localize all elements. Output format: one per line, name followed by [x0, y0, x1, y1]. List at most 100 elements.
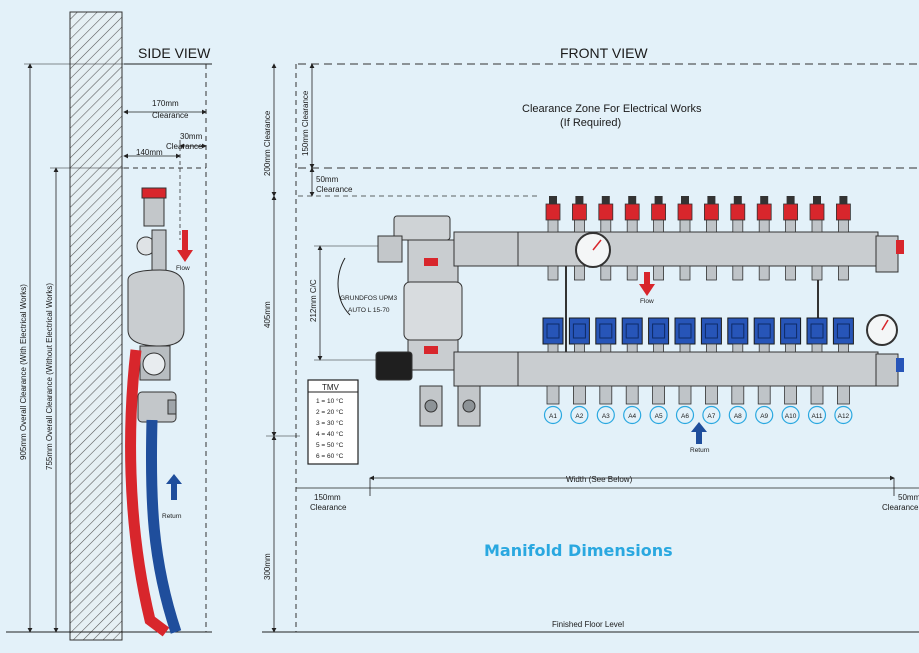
actuator-A12 — [832, 317, 854, 345]
dim-50-top-sub: Clearance — [316, 185, 353, 194]
actuator-A2 — [568, 317, 590, 345]
front-return-arrow-icon — [691, 422, 707, 444]
port-circle-A12 — [834, 405, 853, 425]
flow-meter-A11 — [809, 203, 825, 221]
tmv-row-3: 3 = 30 °C — [316, 419, 344, 427]
port-label-A4: A4 — [628, 413, 636, 420]
flow-meter-cap-A3 — [601, 196, 610, 204]
flow-meter-A8 — [730, 203, 746, 221]
dim-50-top-label: 50mm — [316, 175, 339, 184]
dim-170-sub: Clearance — [152, 111, 189, 120]
flow-meter-cap-A5 — [654, 196, 663, 204]
front-flow-label: Flow — [640, 298, 654, 305]
tmv-row-1: 1 = 10 °C — [316, 397, 344, 405]
wall-hatch — [69, 11, 123, 641]
flow-meter-cap-A8 — [733, 196, 742, 204]
flow-meter-A12 — [836, 203, 851, 221]
flow-end-valve — [875, 235, 899, 273]
overall-755-label: 755mm Overall Clearance (Without Electri… — [45, 283, 54, 470]
tmv-table: TMV 1 = 10 °C 2 = 20 °C 3 = 30 °C 4 = 40… — [307, 379, 359, 465]
flow-meter-A9 — [756, 203, 772, 221]
actuator-A11 — [806, 317, 828, 345]
side-manifold: Flow — [127, 187, 193, 423]
flow-meter-A3 — [598, 203, 614, 221]
actuator-A7 — [700, 317, 722, 345]
flow-meter-A4 — [624, 203, 640, 221]
tmv-row-4: 4 = 40 °C — [316, 430, 344, 438]
port-circle-A3 — [596, 405, 615, 425]
dim-150-label: 150mm Clearance — [301, 90, 310, 156]
side-return-label: Return — [162, 513, 182, 520]
return-end-valve — [875, 353, 899, 387]
dim-300-label: 300mm — [263, 553, 272, 580]
port-label-A11: A11 — [811, 413, 822, 420]
flow-meter-A10 — [783, 203, 798, 221]
port-label-A6: A6 — [681, 413, 689, 420]
zone-line2: (If Required) — [560, 117, 621, 129]
flow-meter-A1 — [545, 203, 561, 221]
front-return-label: Return — [690, 447, 710, 454]
flow-meter-cap-A11 — [813, 196, 821, 204]
dim-150-left-label: 150mm — [314, 493, 341, 502]
port-circle-A8 — [728, 405, 747, 425]
zone-line1: Clearance Zone For Electrical Works — [522, 103, 702, 115]
side-flow-label: Flow — [176, 265, 190, 272]
dim-140-label: 140mm — [136, 148, 163, 157]
side-return-arrow-icon — [166, 474, 182, 500]
port-label-A7: A7 — [707, 413, 715, 420]
dim-30-label: 30mm — [180, 132, 203, 141]
actuator-A1 — [542, 317, 564, 345]
floor-label: Finished Floor Level — [552, 620, 624, 629]
port-circle-A2 — [570, 405, 589, 425]
tmv-row-6: 6 = 60 °C — [316, 452, 344, 460]
dim-50-right-label: 50mm — [898, 493, 919, 502]
flow-meter-A5 — [651, 203, 666, 221]
port-label-A2: A2 — [575, 413, 583, 420]
pump-label-line2: AUTO L 15-70 — [348, 307, 390, 314]
side-flow-pipe — [125, 349, 170, 637]
front-view: FRONT VIEW Clearance Zone For Electrical… — [262, 45, 919, 633]
port-label-A12: A12 — [838, 413, 850, 420]
actuator-A9 — [753, 317, 775, 345]
tmv-knob — [375, 351, 413, 381]
port-label-A8: A8 — [734, 413, 742, 420]
dim-200-label: 200mm Clearance — [263, 110, 272, 176]
flow-meter-cap-A2 — [575, 196, 584, 204]
dim-212-label: 212mm C/C — [309, 279, 318, 322]
caption-manifold-dimensions: Manifold Dimensions — [484, 541, 673, 560]
flow-meter-cap-A4 — [628, 196, 637, 204]
dim-30-sub: Clearance — [166, 142, 203, 151]
flow-meter-cap-A6 — [681, 196, 689, 204]
overall-905-label: 905mm Overall Clearance (With Electrical… — [19, 284, 28, 460]
side-return-pipe — [145, 419, 182, 634]
actuator-A6 — [674, 317, 696, 345]
front-flow-arrow-icon — [639, 272, 655, 296]
dim-170-label: 170mm — [152, 99, 179, 108]
pump-label-line1: GRUNDFOS UPM3 — [340, 295, 397, 302]
dim-405-label: 405mm — [263, 301, 272, 328]
side-view-title: SIDE VIEW — [138, 45, 211, 61]
flow-meter-cap-A7 — [707, 196, 716, 204]
flow-meter-cap-A1 — [549, 196, 557, 204]
actuator-A3 — [595, 317, 617, 345]
pump-group: GRUNDFOS UPM3 AUTO L 15-70 — [337, 215, 519, 427]
port-circle-A9 — [755, 405, 774, 425]
dim-150-left-sub: Clearance — [310, 503, 347, 512]
port-circle-A10 — [781, 405, 800, 425]
actuator-A10 — [780, 317, 802, 345]
port-label-A1: A1 — [549, 413, 557, 420]
tmv-title: TMV — [322, 383, 340, 392]
port-circle-A11 — [807, 405, 827, 425]
port-circle-A6 — [675, 405, 695, 425]
port-label-A5: A5 — [655, 413, 663, 420]
port-label-A10: A10 — [785, 413, 797, 420]
side-view: SIDE VIEW 170mm Clearance 30mm Clearance… — [6, 11, 212, 641]
flow-meter-A6 — [677, 203, 693, 221]
flow-meter-A7 — [704, 203, 719, 221]
flow-meter-A2 — [572, 203, 587, 221]
port-label-A3: A3 — [602, 413, 610, 420]
port-label-A9: A9 — [760, 413, 768, 420]
tmv-row-5: 5 = 50 °C — [316, 441, 344, 449]
